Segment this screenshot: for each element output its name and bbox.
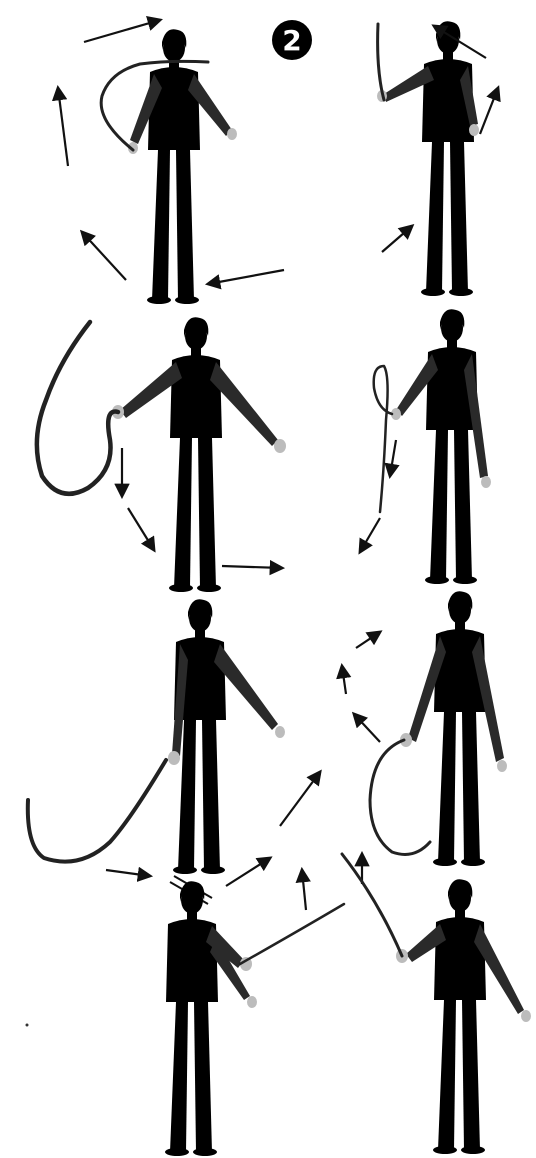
whip-8 [342,854,402,956]
step-badge: 2 [272,20,312,60]
whip-6 [370,740,430,854]
row-2-arrows [122,440,396,568]
figure-2 [377,21,479,296]
figure-3 [112,317,286,592]
whip-2 [378,24,384,100]
figure-4 [391,309,491,584]
whip-3 [37,322,118,494]
figure-7 [165,881,257,1156]
step-number-text: 2 [282,24,301,57]
figure-8 [396,879,531,1154]
row-3-arrows [106,632,380,910]
whip-7 [240,904,344,964]
figure-6 [400,591,507,866]
whip-5 [28,760,166,862]
figure-1 [128,29,237,304]
figure-5 [168,599,285,874]
whip-4 [374,366,392,512]
speck [26,1024,29,1027]
